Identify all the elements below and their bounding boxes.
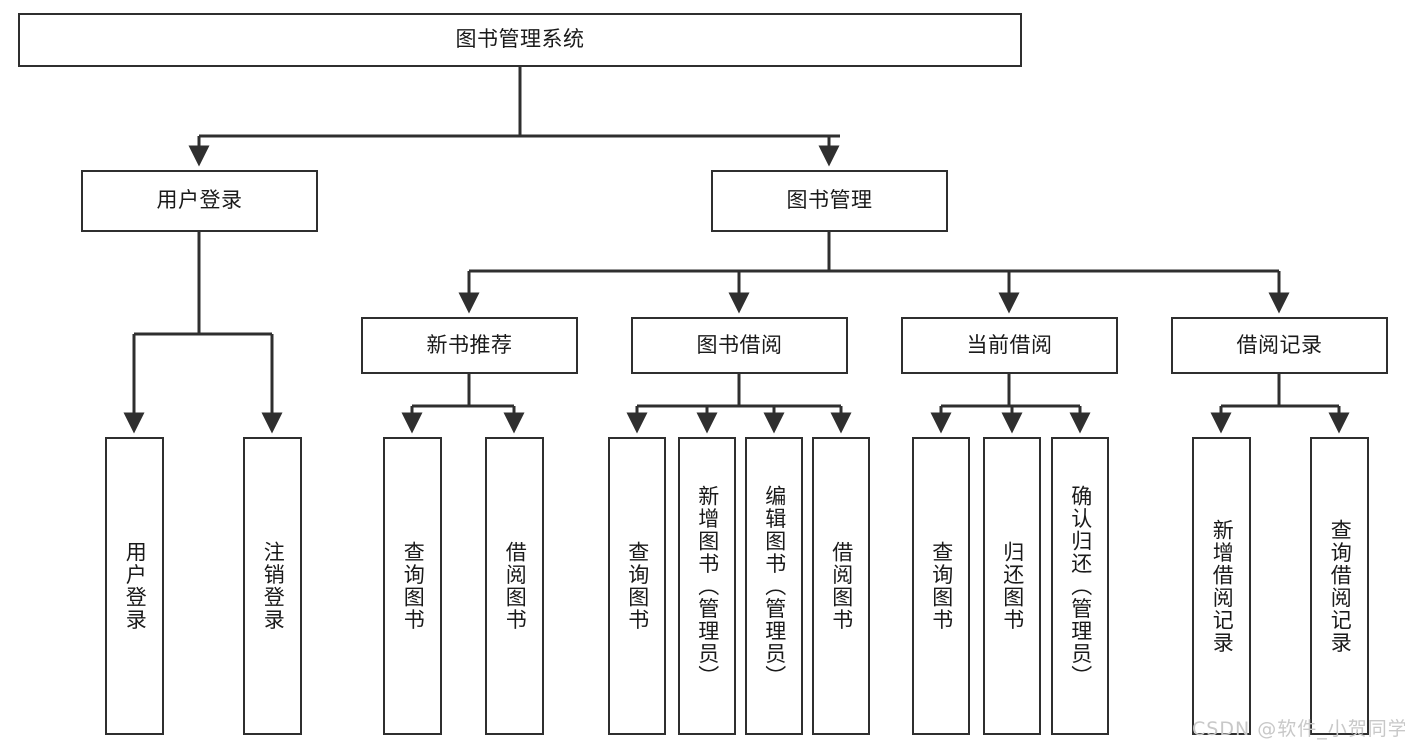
node-book-borrow[interactable]: 图书借阅 — [631, 317, 848, 374]
leaf-add-book-admin[interactable]: 新增图书（管理员） — [678, 437, 736, 735]
node-label: 借阅记录 — [1236, 332, 1323, 357]
leaf-confirm-return-admin[interactable]: 确认归还（管理员） — [1051, 437, 1109, 735]
leaf-query-book-current[interactable]: 查询图书 — [912, 437, 970, 735]
node-new-book-recommend[interactable]: 新书推荐 — [361, 317, 578, 374]
node-label: 查询图书 — [929, 541, 954, 631]
leaf-query-book-recommend[interactable]: 查询图书 — [383, 437, 442, 735]
node-label: 新书推荐 — [426, 332, 513, 357]
node-label: 查询图书 — [625, 541, 650, 631]
node-root[interactable]: 图书管理系统 — [18, 13, 1022, 67]
node-user-login[interactable]: 用户登录 — [81, 170, 318, 232]
leaf-borrow-book-recommend[interactable]: 借阅图书 — [485, 437, 544, 735]
node-label: 新增借阅记录 — [1210, 518, 1235, 654]
leaf-query-book-borrow[interactable]: 查询图书 — [608, 437, 666, 735]
node-label: 新增图书（管理员） — [695, 484, 720, 688]
node-label: 图书管理 — [786, 188, 873, 213]
leaf-borrow-book[interactable]: 借阅图书 — [812, 437, 870, 735]
leaf-return-book[interactable]: 归还图书 — [983, 437, 1041, 735]
node-label: 注销登录 — [261, 541, 286, 631]
node-book-management[interactable]: 图书管理 — [711, 170, 948, 232]
node-label: 图书管理系统 — [455, 27, 585, 52]
node-label: 编辑图书（管理员） — [762, 484, 787, 688]
node-label: 图书借阅 — [696, 332, 783, 357]
node-borrow-record[interactable]: 借阅记录 — [1171, 317, 1388, 374]
node-label: 用户登录 — [123, 541, 148, 631]
leaf-add-borrow-record[interactable]: 新增借阅记录 — [1192, 437, 1251, 735]
node-label: 借阅图书 — [829, 541, 854, 631]
node-label: 归还图书 — [1000, 541, 1025, 631]
node-label: 当前借阅 — [966, 332, 1053, 357]
leaf-query-borrow-record[interactable]: 查询借阅记录 — [1310, 437, 1369, 735]
leaf-user-login[interactable]: 用户登录 — [105, 437, 164, 735]
node-label: 用户登录 — [156, 188, 243, 213]
node-label: 确认归还（管理员） — [1068, 484, 1093, 688]
node-label: 查询借阅记录 — [1328, 518, 1353, 654]
csdn-watermark: CSDN @软件_小贺同学 — [1192, 718, 1405, 740]
node-label: 查询图书 — [401, 541, 426, 631]
leaf-user-logout[interactable]: 注销登录 — [243, 437, 302, 735]
leaf-edit-book-admin[interactable]: 编辑图书（管理员） — [745, 437, 803, 735]
node-current-borrow[interactable]: 当前借阅 — [901, 317, 1118, 374]
node-label: 借阅图书 — [503, 541, 528, 631]
